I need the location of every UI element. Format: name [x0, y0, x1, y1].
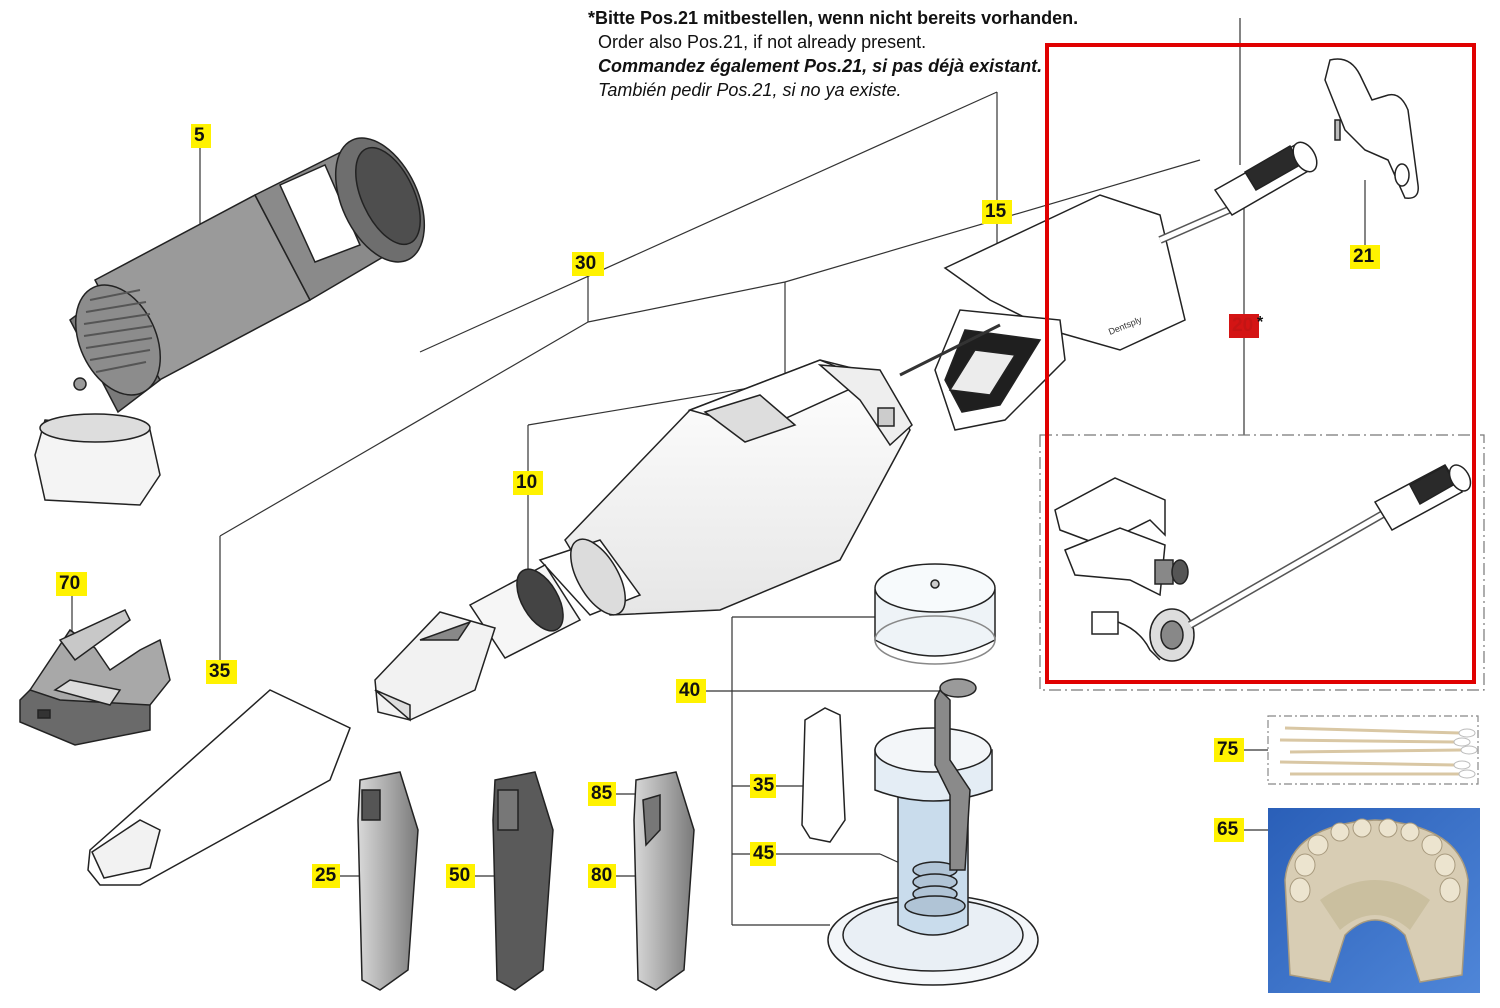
- order-note-spanish: También pedir Pos.21, si no ya existe.: [598, 80, 902, 100]
- part-75-cotton-swabs: [1267, 715, 1479, 785]
- label-pos-21: 21: [1353, 246, 1375, 267]
- label-pos-75: 75: [1217, 739, 1239, 760]
- label-pos-35-small: 35: [753, 775, 775, 796]
- label-pos-85: 85: [591, 783, 613, 804]
- order-note-german: *Bitte Pos.21 mitbestellen, wenn nicht b…: [588, 8, 1079, 28]
- label-pos-65: 65: [1217, 819, 1239, 840]
- position-label-backgrounds: [56, 124, 1380, 888]
- part-10-scanner-body: [374, 359, 913, 722]
- order-note-french: Commandez également Pos.21, si pas déjà …: [598, 56, 1043, 76]
- label-pos-30: 30: [575, 253, 597, 274]
- label-pos-40: 40: [679, 680, 701, 701]
- part-21-wing-key: [1324, 58, 1419, 199]
- part-35-small-sleeve: [801, 707, 846, 843]
- part-15-cover: Dentsply: [899, 194, 1186, 431]
- part-20-detail-box: [1039, 434, 1485, 691]
- highlight-frame-part-20: [1045, 43, 1476, 684]
- label-pos-45: 45: [753, 843, 775, 864]
- order-note: *Bitte Pos.21 mitbestellen, wenn nicht b…: [588, 6, 1188, 102]
- part-45-calibration-base: [827, 678, 1039, 986]
- part-25-tip: [357, 771, 419, 991]
- label-pos-50: 50: [449, 865, 471, 886]
- label-pos-5: 5: [194, 125, 205, 146]
- part-50-tip: [492, 771, 554, 991]
- part-5-suction-attachment: [34, 137, 426, 506]
- label-pos-35-sleeve: 35: [209, 661, 231, 682]
- label-pos-20: 20: [1232, 315, 1254, 336]
- part-70-holder: [19, 609, 171, 746]
- part-80-85-tip: [633, 771, 695, 991]
- label-pos-10: 10: [516, 472, 538, 493]
- part-40-calibration-cap: [874, 563, 996, 665]
- order-note-english: Order also Pos.21, if not already presen…: [598, 32, 927, 52]
- label-pos-70: 70: [59, 573, 81, 594]
- label-pos-15: 15: [985, 201, 1007, 222]
- part-65-dental-model-photo: [1268, 808, 1480, 993]
- part-35-protective-sleeve: [87, 689, 351, 886]
- label-pos-25: 25: [315, 865, 337, 886]
- label-pos-80: 80: [591, 865, 613, 886]
- part-20-rod-assembly: [1158, 141, 1318, 244]
- label-pos-20-asterisk: *: [1257, 314, 1264, 331]
